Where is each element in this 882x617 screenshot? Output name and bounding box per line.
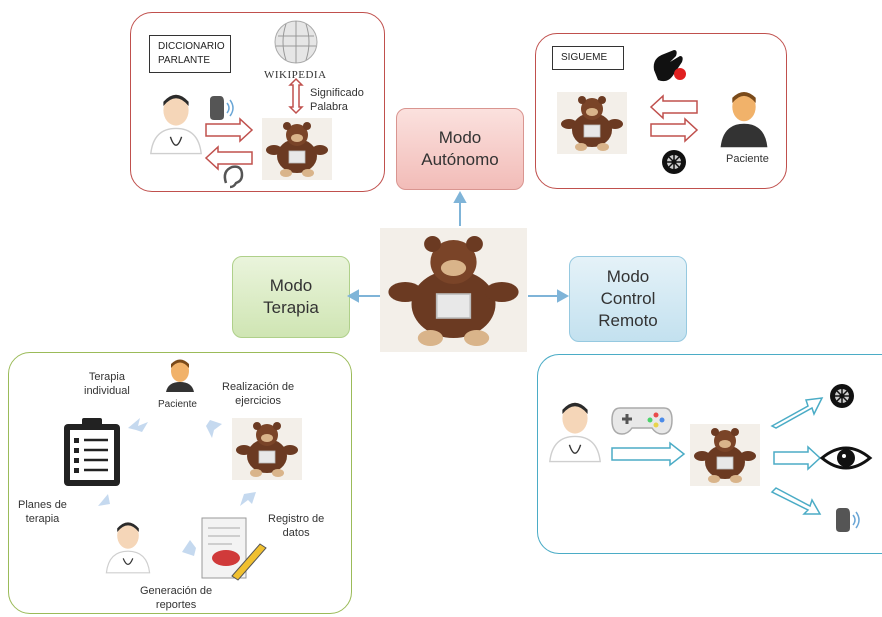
robot-bear-image — [378, 226, 529, 354]
realizacion-line1: Realización de — [222, 381, 295, 393]
diccionario-line2: PARLANTE — [158, 55, 211, 66]
significado-label: Significado — [310, 87, 364, 99]
modo-control-line2: Control — [600, 289, 656, 308]
registro-label: Registro de datos — [268, 512, 324, 540]
bear-image-sigueme — [556, 91, 628, 155]
speaker-icon — [209, 95, 234, 121]
clipboard-icon — [64, 418, 120, 486]
bear-image-diccionario — [261, 117, 333, 181]
terapia-individual-line1: Terapia — [88, 371, 125, 383]
hand-grab-icon — [653, 50, 686, 82]
modo-autonomo-line2: Autónomo — [421, 150, 499, 169]
bear-image-control — [689, 423, 761, 487]
registro-line2: datos — [282, 527, 310, 539]
diccionario-box: DICCIONARIO PARLANTE — [149, 35, 231, 73]
wheel-icon-sigueme — [661, 149, 687, 175]
realizacion-line2: ejercicios — [235, 395, 281, 407]
modo-control-box: Modo Control Remoto — [569, 256, 687, 342]
patient-icon-terapia — [166, 359, 194, 392]
modo-terapia-box: Modo Terapia — [232, 256, 350, 338]
center-arrows — [346, 190, 570, 303]
speaker-icon-control — [835, 507, 860, 533]
doctor-icon-terapia — [105, 521, 151, 574]
doctor-icon — [150, 94, 202, 155]
modo-terapia-line1: Modo — [269, 276, 313, 295]
planes-line1: Planes de — [18, 499, 67, 511]
realizacion-label: Realización de ejercicios — [222, 380, 294, 408]
sigueme-paciente-label: Paciente — [726, 153, 769, 165]
generacion-line1: Generación de — [140, 585, 213, 597]
patient-icon-sigueme — [720, 91, 768, 148]
eye-icon — [819, 446, 873, 470]
diccionario-line1: DICCIONARIO — [158, 41, 225, 52]
terapia-paciente-label: Paciente — [158, 399, 197, 410]
generacion-label: Generación de reportes — [140, 584, 212, 612]
modo-control-line3: Remoto — [598, 311, 658, 330]
wheel-icon-control — [829, 383, 855, 409]
ear-icon — [223, 165, 244, 189]
cycle-arrows — [98, 418, 256, 556]
doctor-icon-control — [549, 402, 601, 463]
gamepad-icon — [611, 407, 673, 435]
terapia-individual-label: Terapia individual — [84, 370, 130, 398]
planes-label: Planes de terapia — [18, 498, 67, 526]
modo-autonomo-line1: Modo — [438, 128, 482, 147]
modo-terapia-line2: Terapia — [263, 298, 319, 317]
modo-autonomo-box: Modo Autónomo — [396, 108, 524, 190]
wikipedia-globe-icon — [274, 20, 318, 64]
terapia-individual-line2: individual — [84, 385, 130, 397]
generacion-line2: reportes — [155, 599, 197, 611]
palabra-label: Palabra — [310, 101, 348, 113]
modo-control-line1: Modo — [606, 267, 650, 286]
registro-line1: Registro de — [268, 513, 325, 525]
planes-line2: terapia — [25, 513, 60, 525]
report-pen-icon — [201, 517, 267, 581]
sigueme-box: SIGUEME — [552, 46, 624, 70]
bear-image-terapia — [231, 417, 303, 481]
wikipedia-label: WIKIPEDIA — [264, 69, 327, 81]
